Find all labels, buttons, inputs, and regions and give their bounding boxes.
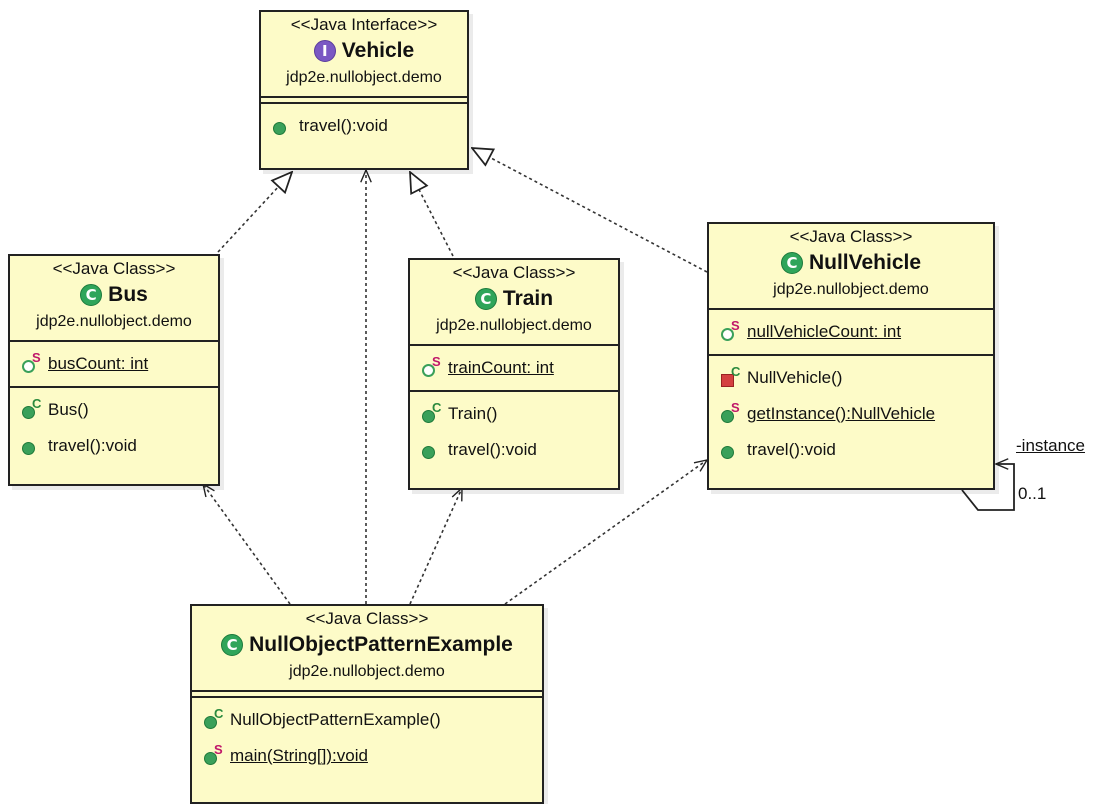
- static-field-icon: [721, 328, 734, 341]
- association-multiplicity-label: 0..1: [1018, 484, 1047, 503]
- bus-realizes-vehicle: [217, 172, 292, 253]
- class-c-icon: C: [80, 284, 103, 306]
- example-uses-train: [409, 488, 463, 605]
- static-field-icon: [22, 360, 35, 373]
- fields-section: [192, 690, 542, 696]
- example-uses-nullvehicle: [504, 460, 707, 605]
- class-c-icon: C: [780, 252, 803, 274]
- public-method-dot-icon: [721, 446, 734, 459]
- class-c-icon: C: [474, 288, 497, 310]
- package-name: jdp2e.nullobject.demo: [286, 69, 442, 86]
- constructor-icon: [204, 716, 217, 729]
- package-name: jdp2e.nullobject.demo: [36, 313, 192, 330]
- static-method-icon: [721, 410, 734, 423]
- package-name: jdp2e.nullobject.demo: [773, 281, 929, 298]
- class-name: Vehicle: [341, 39, 415, 62]
- methods-section: travel():void: [261, 102, 467, 148]
- method-row[interactable]: travel():void: [271, 108, 457, 144]
- stereotype: <<Java Class>>: [789, 227, 913, 246]
- stereotype: <<Java Class>>: [305, 609, 429, 628]
- association-role-label: -instance: [1016, 436, 1085, 455]
- stereotype: <<Java Class>>: [52, 259, 176, 278]
- method-row[interactable]: travel():void: [420, 432, 608, 468]
- fields-section: [261, 96, 467, 102]
- class-name: Train: [502, 287, 554, 310]
- method-row[interactable]: travel():void: [719, 432, 983, 468]
- nullvehicle-self-association: [961, 464, 1015, 511]
- public-method-dot-icon: [273, 122, 286, 135]
- stereotype: <<Java Class>>: [452, 263, 576, 282]
- example-uses-bus: [203, 484, 291, 605]
- nullvehicle-class-box[interactable]: <<Java Class>> C NullVehicle jdp2e.nullo…: [707, 222, 995, 490]
- train-class-box[interactable]: <<Java Class>> C Train jdp2e.nullobject.…: [408, 258, 620, 490]
- package-name: jdp2e.nullobject.demo: [436, 317, 592, 334]
- constructor-icon: [422, 410, 435, 423]
- example-class-box[interactable]: <<Java Class>> C NullObjectPatternExampl…: [190, 604, 544, 804]
- nullvehicle-realizes-vehicle: [472, 148, 708, 273]
- package-name: jdp2e.nullobject.demo: [289, 663, 445, 680]
- public-method-dot-icon: [422, 446, 435, 459]
- public-method-dot-icon: [22, 442, 35, 455]
- private-constructor-icon: [721, 374, 734, 387]
- class-c-icon: C: [221, 634, 244, 656]
- bus-class-box[interactable]: <<Java Class>> C Bus jdp2e.nullobject.de…: [8, 254, 220, 486]
- method-row[interactable]: travel():void: [20, 428, 208, 464]
- static-field-icon: [422, 364, 435, 377]
- class-name: Bus: [108, 283, 148, 306]
- train-realizes-vehicle: [410, 172, 454, 257]
- vehicle-interface-box[interactable]: <<Java Interface>> I Vehicle jdp2e.nullo…: [259, 10, 469, 170]
- stereotype: <<Java Interface>>: [290, 15, 438, 34]
- class-name: NullObjectPatternExample: [249, 633, 513, 656]
- class-name: NullVehicle: [808, 251, 922, 274]
- constructor-icon: [22, 406, 35, 419]
- static-method-icon: [204, 752, 217, 765]
- interface-i-icon: I: [313, 40, 336, 62]
